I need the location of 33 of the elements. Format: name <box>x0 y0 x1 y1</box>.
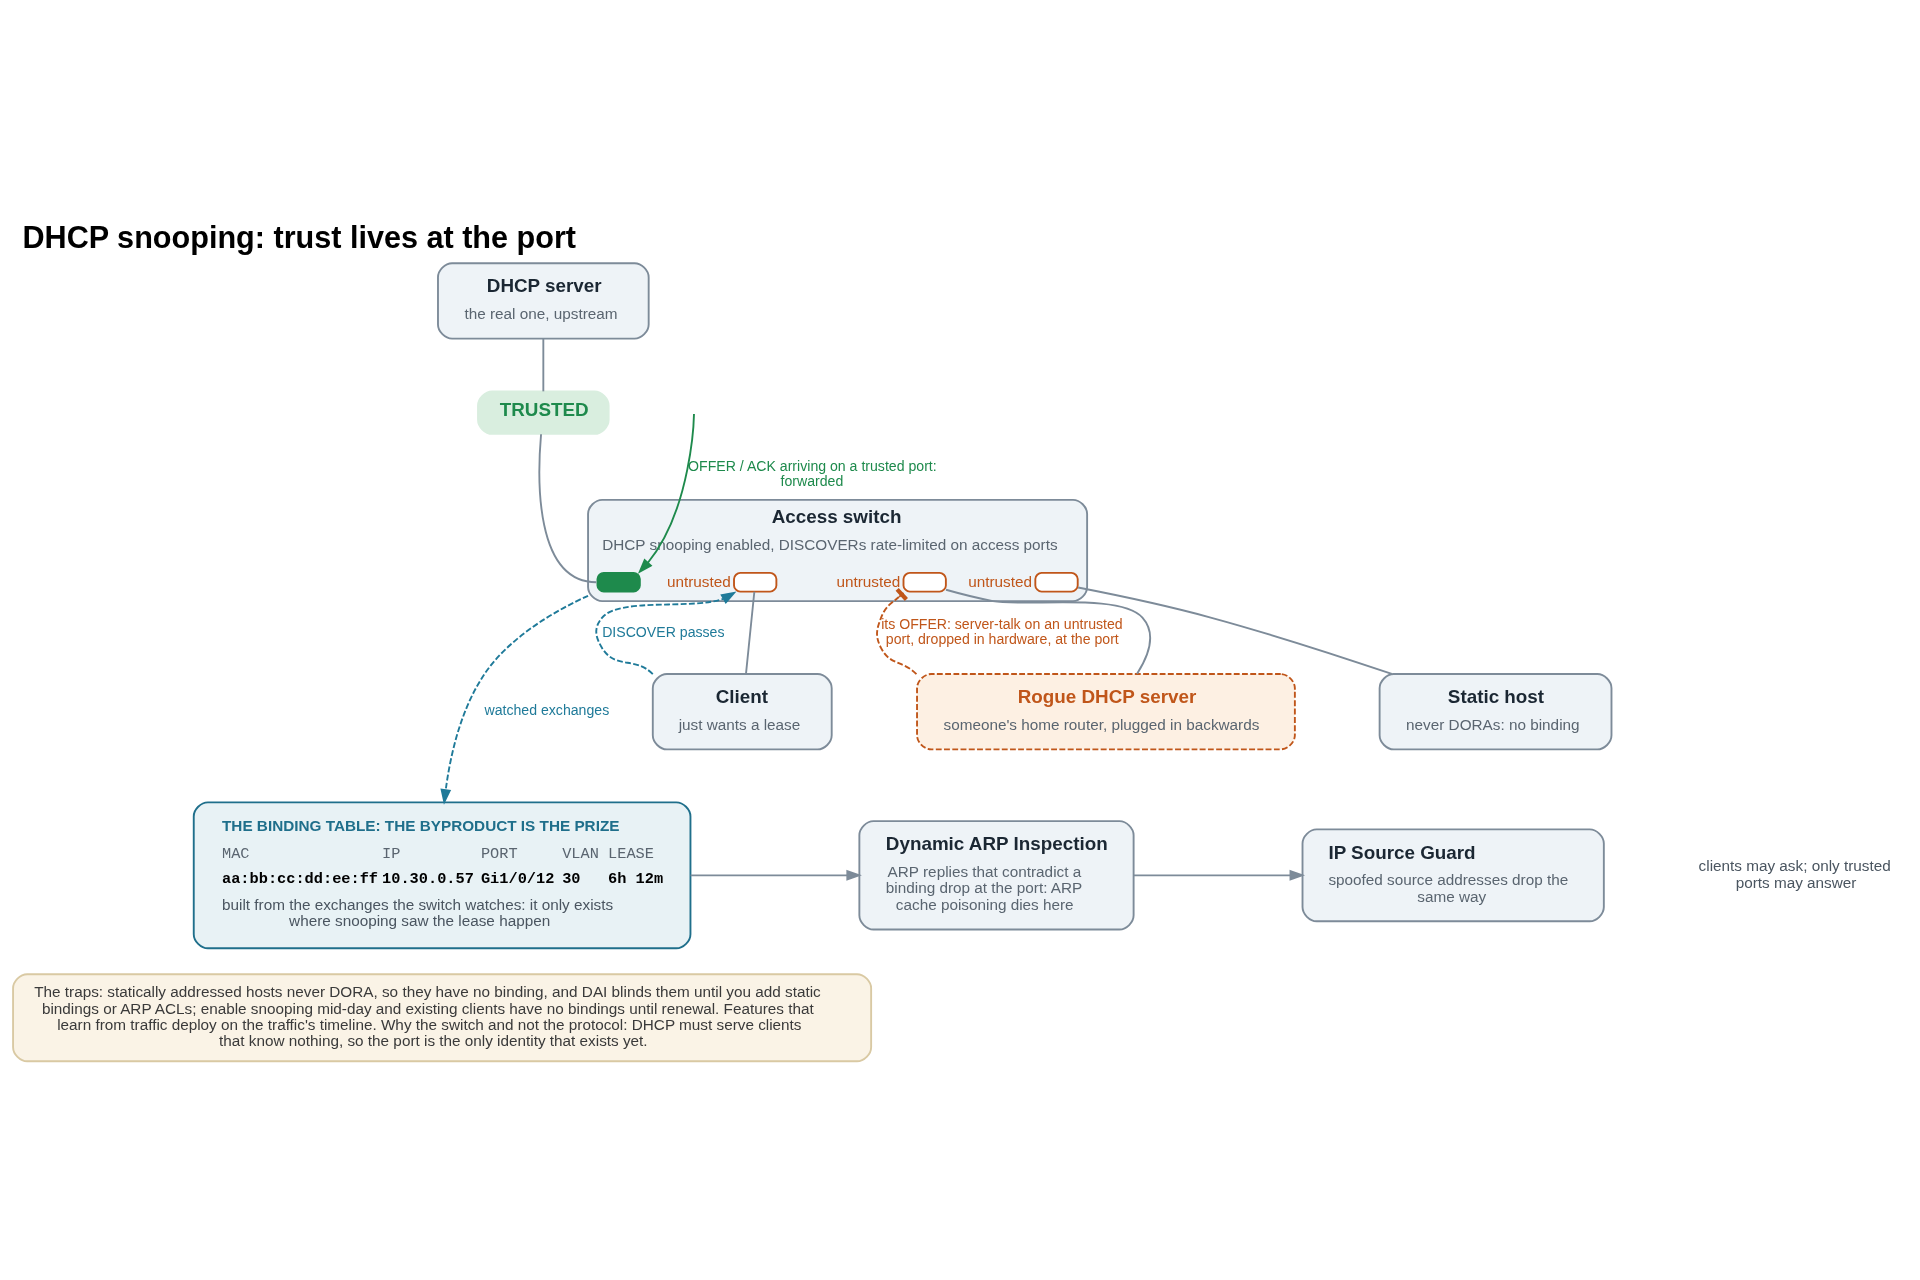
node-box: DHCP server the real one, upstream <box>437 261 650 340</box>
arrow <box>595 590 737 675</box>
arrow <box>689 869 862 881</box>
edge-label: its OFFER: server-talk on an untrusted port, dropped in hardware, at the port <box>881 615 1123 647</box>
node-label: untrusted <box>666 572 731 590</box>
diagram-title: DHCP snooping: trust lives at the port <box>22 219 577 254</box>
node-box <box>596 571 641 593</box>
edge-label: DISCOVER passes <box>602 623 725 639</box>
connector <box>745 590 756 675</box>
arrow <box>637 412 695 574</box>
label: clients may ask; only trusted ports may answer <box>1698 856 1891 891</box>
connector <box>876 587 918 675</box>
edge-label: OFFER / ACK arriving on a trusted port: forwarded <box>688 457 937 489</box>
node-label: untrusted <box>836 572 901 590</box>
edge-label: watched exchanges <box>484 701 610 718</box>
node-box: The traps: statically addressed hosts never DORA, so they have no binding, and DAI blinds them until you add static bindings or ARP ACLs; enable snooping mid-day and existing clients have no bindings until renewal. Features that learn from traffic deploy on the traffic's timeline. Why the switch and not the protocol: DHCP must serve clients that know nothing, so the port is the only identity that exists yet. <box>12 972 873 1062</box>
node-box: Client just wants a lease <box>651 672 833 750</box>
node-label: untrusted <box>968 572 1033 590</box>
node-box <box>733 571 778 593</box>
node-box: Rogue DHCP server someone's home router, plugged in backwards <box>916 672 1296 750</box>
arrow <box>440 594 589 805</box>
node-box: TRUSTED <box>477 390 610 435</box>
node-box: THE BINDING TABLE: THE BYPRODUCT IS THE PRIZE MAC IP PORT VLAN LEASE aa:bb:cc:dd:ee:ff 10.30.0.57 Gi1/0/12 30 6h 12m built from the exchanges the switch watches: it only exists where snooping saw the lease happen <box>192 800 692 949</box>
connector <box>538 432 598 583</box>
connector <box>1077 586 1393 675</box>
node-box: IP Source Guard spoofed source addresses drop the same way <box>1301 827 1605 922</box>
connector <box>542 337 545 392</box>
node-box: Static host never DORAs: no binding <box>1378 672 1613 750</box>
node-box: Dynamic ARP Inspection ARP replies that contradict a binding drop at the port: ARP cache poisoning dies here <box>858 819 1135 930</box>
node-box <box>1034 571 1079 593</box>
node-box <box>902 571 947 593</box>
connector <box>945 588 1151 675</box>
arrow <box>1132 869 1306 881</box>
